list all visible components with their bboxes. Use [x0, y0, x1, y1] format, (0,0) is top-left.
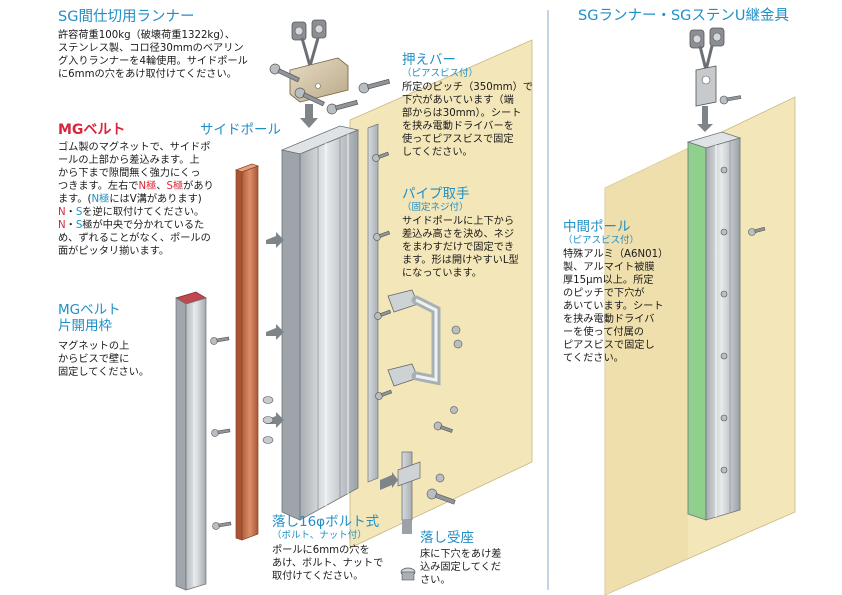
- mg-belt-description-line: ます。(N極にはV溝があります): [58, 193, 214, 206]
- mg-belt-description-segment: S: [75, 207, 83, 218]
- press-bar-title: 押えバー: [402, 52, 456, 68]
- mg-belt-frame-illustration: [175, 291, 207, 591]
- press-bar-description: 所定のピッチ（350mm）で 下穴があいています（端 部からは30mm）。シート…: [402, 82, 533, 158]
- mg-belt-label: MGベルト ゴム製のマグネットで、サイドポールの上部から差込みます。上から下まで…: [58, 122, 214, 258]
- middle-pole-subtitle: （ピアスビス付）: [563, 235, 640, 246]
- pipe-handle-label: パイプ取手 （固定ネジ付） サイドポールに上下から 差込み高さを決め、ネジ をま…: [402, 186, 519, 280]
- middle-pole-illustration: [686, 131, 742, 521]
- pipe-handle-title: パイプ取手: [402, 186, 470, 202]
- drop-seat-label: 落し受座 床に下穴をあけ差 込み固定してくだ さい。: [420, 530, 502, 587]
- mg-belt-frame-title-2: 片開用枠: [58, 318, 112, 334]
- mg-belt-description-line: N・Sを逆に取付けてください。: [58, 206, 214, 219]
- mg-belt-description-segment: N: [58, 207, 66, 218]
- pipe-handle-subtitle: （固定ネジ付）: [402, 202, 469, 213]
- mg-belt-description-segment: ゴム製のマグネットで、サイドポ: [58, 142, 211, 153]
- right-wall-side-panel: [605, 148, 688, 595]
- misc-small-screws: [433, 406, 458, 433]
- mg-belt-description-line: 面がピッタリ揃います。: [58, 245, 214, 258]
- mg-belt-description-segment: N極: [138, 181, 157, 192]
- drop-seat-description: 床に下穴をあけ差 込み固定してくだ さい。: [420, 549, 502, 586]
- drop-seat-illustration: [400, 567, 416, 581]
- mg-belt-description-line: つきます。左右でN極、S極があり: [58, 180, 214, 193]
- middle-pole-label: 中間ポール （ピアスビス付） 特殊アルミ（A6N01） 製、アルマイト被膜 厚1…: [563, 219, 668, 365]
- mg-belt-description-segment: N極: [91, 194, 110, 205]
- mg-belt-description-segment: 極が中央で分かれているた: [82, 220, 205, 231]
- runner-label: SG間仕切用ランナー 許容荷重100kg（破壊荷重1322kg）、 ステンレス製…: [58, 9, 248, 81]
- mg-belt-description-line: N・S極が中央で分かれているた: [58, 219, 214, 232]
- sg-joint-title: SGランナー・SGステンU継金具: [578, 8, 789, 24]
- mg-belt-frame-description: マグネットの上 からビスで壁に 固定してください。: [58, 341, 150, 378]
- runner-title: SG間仕切用ランナー: [58, 9, 195, 25]
- press-bar-illustration: [367, 123, 379, 483]
- insert-arrow-down: [300, 104, 318, 128]
- press-bar-subtitle: （ピアスビス付）: [402, 68, 479, 79]
- mg-belt-description-segment: ールの上部から差込みます。上: [58, 155, 200, 166]
- pipe-handle-description: サイドポールに上下から 差込み高さを決め、ネジ をまわすだけで固定でき ます。形…: [402, 216, 519, 279]
- drop-bolt-description: ポールに6mmの穴を あけ、ボルト、ナットで 取付けてください。: [272, 545, 384, 582]
- mg-belt-description-segment: S極: [166, 181, 184, 192]
- mg-belt-description-segment: にはV溝があります): [109, 194, 202, 205]
- mg-belt-description-segment: つきます。左右で: [58, 181, 139, 192]
- middle-pole-description: 特殊アルミ（A6N01） 製、アルマイト被膜 厚15μm以上。所定 のピッチで下…: [563, 249, 669, 364]
- press-bar-label: 押えバー （ピアスビス付） 所定のピッチ（350mm）で 下穴があいています（端…: [402, 52, 533, 159]
- pipe-handle-illustration: [387, 289, 463, 387]
- mg-belt-description-line: め、ずれることがなく、ポールの: [58, 232, 214, 245]
- drop-bolt-label: 落し16φボルト式 （ボルト、ナット付） ポールに6mmの穴を あけ、ボルト、ナ…: [272, 514, 383, 583]
- runner-screws: [269, 63, 391, 115]
- mg-belt-description-line: から下まで隙間無く強力にくっ: [58, 167, 214, 180]
- drop-bolt-subtitle: （ボルト、ナット付）: [272, 530, 367, 541]
- drop-bolt-illustration: [380, 451, 421, 534]
- side-pole-illustration: [280, 125, 360, 521]
- mg-belt-description-segment: から下まで隙間無く強力にくっ: [58, 168, 201, 179]
- mg-belt-description-line: ゴム製のマグネットで、サイドポ: [58, 141, 214, 154]
- mg-belt-description: ゴム製のマグネットで、サイドポールの上部から差込みます。上から下まで隙間無く強力…: [58, 141, 214, 258]
- mg-belt-description-segment: ・: [65, 220, 76, 231]
- drop-bolt-title: 落し16φボルト式: [272, 514, 380, 530]
- mg-belt-description-segment: ・: [65, 207, 76, 218]
- mg-belt-description-segment: S: [75, 220, 83, 231]
- mount-arrows: [266, 232, 284, 428]
- drop-seat-title: 落し受座: [420, 530, 474, 546]
- side-pole-title: サイドポール: [200, 122, 281, 138]
- sg-joint-illustration: [689, 27, 742, 132]
- mg-belt-illustration: [234, 163, 260, 541]
- mg-belt-description-segment: があり: [183, 181, 214, 192]
- mg-belt-description-segment: N: [58, 220, 66, 231]
- middle-pole-screws: [720, 166, 766, 474]
- drop-bolt-screws: [426, 473, 456, 505]
- bolt-nuts: [262, 396, 274, 444]
- runner-description: 許容荷重100kg（破壊荷重1322kg）、 ステンレス製、コロ径30mmのベア…: [58, 30, 248, 80]
- mg-belt-title: MGベルト: [58, 122, 126, 138]
- mg-belt-description-line: ールの上部から差込みます。上: [58, 154, 214, 167]
- mg-belt-description-segment: ます。(: [58, 194, 92, 205]
- mg-belt-description-segment: を逆に取付けてください。: [82, 207, 205, 218]
- mg-belt-frame-label: MGベルト 片開用枠 マグネットの上 からビスで壁に 固定してください。: [58, 302, 149, 379]
- mg-belt-description-segment: め、ずれることがなく、ポールの: [58, 233, 211, 244]
- mg-belt-description-segment: 、: [156, 181, 167, 192]
- mg-belt-description-segment: 面がピッタリ揃います。: [58, 246, 170, 257]
- press-bar-screws: [372, 151, 393, 400]
- mg-belt-frame-title-1: MGベルト: [58, 302, 121, 318]
- mg-frame-screws: [210, 336, 232, 530]
- middle-pole-title: 中間ポール: [563, 219, 631, 235]
